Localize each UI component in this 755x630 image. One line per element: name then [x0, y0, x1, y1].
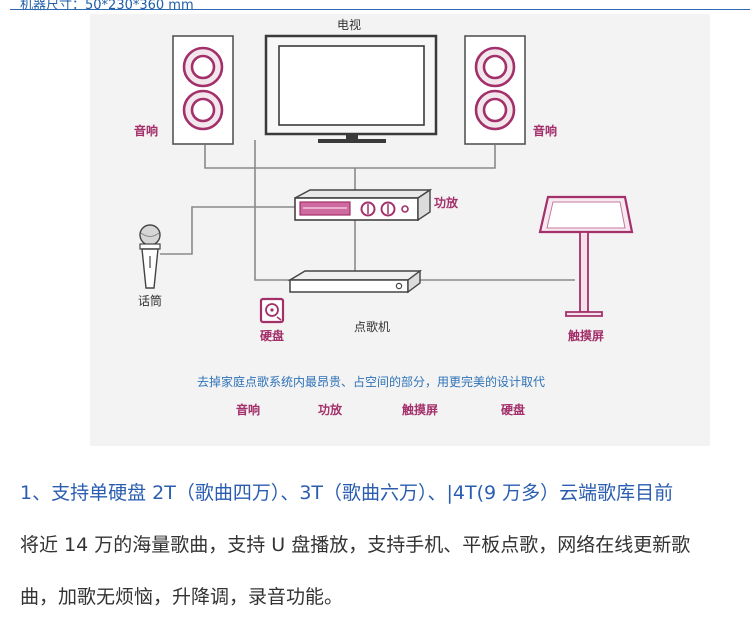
- replaced-item: 音响: [236, 402, 260, 417]
- amplifier-icon: [294, 188, 433, 222]
- paragraph-line-2: 将近 14 万的海量歌曲，支持 U 盘播放，支持手机、平板点歌，网络在线更新歌: [20, 534, 691, 556]
- paragraph-line-1-text: 支持单硬盘 2T（歌曲四万）、3T（歌曲六万）、|4T(9 万多）云端歌库目前: [51, 482, 674, 504]
- top-divider: [10, 9, 750, 10]
- feature-paragraph: 1、支持单硬盘 2T（歌曲四万）、3T（歌曲六万）、|4T(9 万多）云端歌库目…: [20, 474, 745, 630]
- touchscreen-icon: [538, 195, 634, 317]
- microphone-label: 话筒: [138, 293, 162, 308]
- list-number: 1、: [20, 482, 52, 504]
- replaced-item: 触摸屏: [402, 402, 438, 417]
- speaker-right-icon: [464, 35, 526, 145]
- replaced-item: 硬盘: [501, 402, 525, 417]
- paragraph-line-1: 1、支持单硬盘 2T（歌曲四万）、3T（歌曲六万）、|4T(9 万多）云端歌库目…: [20, 474, 745, 526]
- microphone-icon: [139, 224, 161, 289]
- tv-label: 电视: [337, 17, 361, 32]
- speaker-wire: [204, 145, 496, 169]
- hard-disk-label: 硬盘: [260, 328, 284, 343]
- speaker-left-icon: [172, 35, 234, 145]
- paragraph-line-3: 曲，加歌无烦恼，升降调，录音功能。: [20, 586, 344, 608]
- mic-wire: [160, 206, 295, 255]
- tv-icon: [264, 34, 438, 143]
- tagline: 去掉家庭点歌系统内最昂贵、占空间的部分，用更完美的设计取代: [197, 374, 545, 389]
- speaker-right-label: 音响: [533, 123, 557, 138]
- player-icon: [287, 269, 423, 294]
- hard-disk-icon: [259, 297, 285, 324]
- replaced-item: 功放: [318, 402, 343, 417]
- tv-player-wire: [254, 140, 290, 281]
- connection-diagram: 电视 音响 音响 功放 话筒 硬盘 点歌机 触摸屏 去掉家庭点歌系统内最昂贵、占…: [134, 17, 634, 417]
- speaker-left-label: 音响: [134, 123, 158, 138]
- amplifier-label: 功放: [434, 195, 459, 210]
- touchscreen-label: 触摸屏: [568, 328, 604, 343]
- player-label: 点歌机: [354, 319, 390, 334]
